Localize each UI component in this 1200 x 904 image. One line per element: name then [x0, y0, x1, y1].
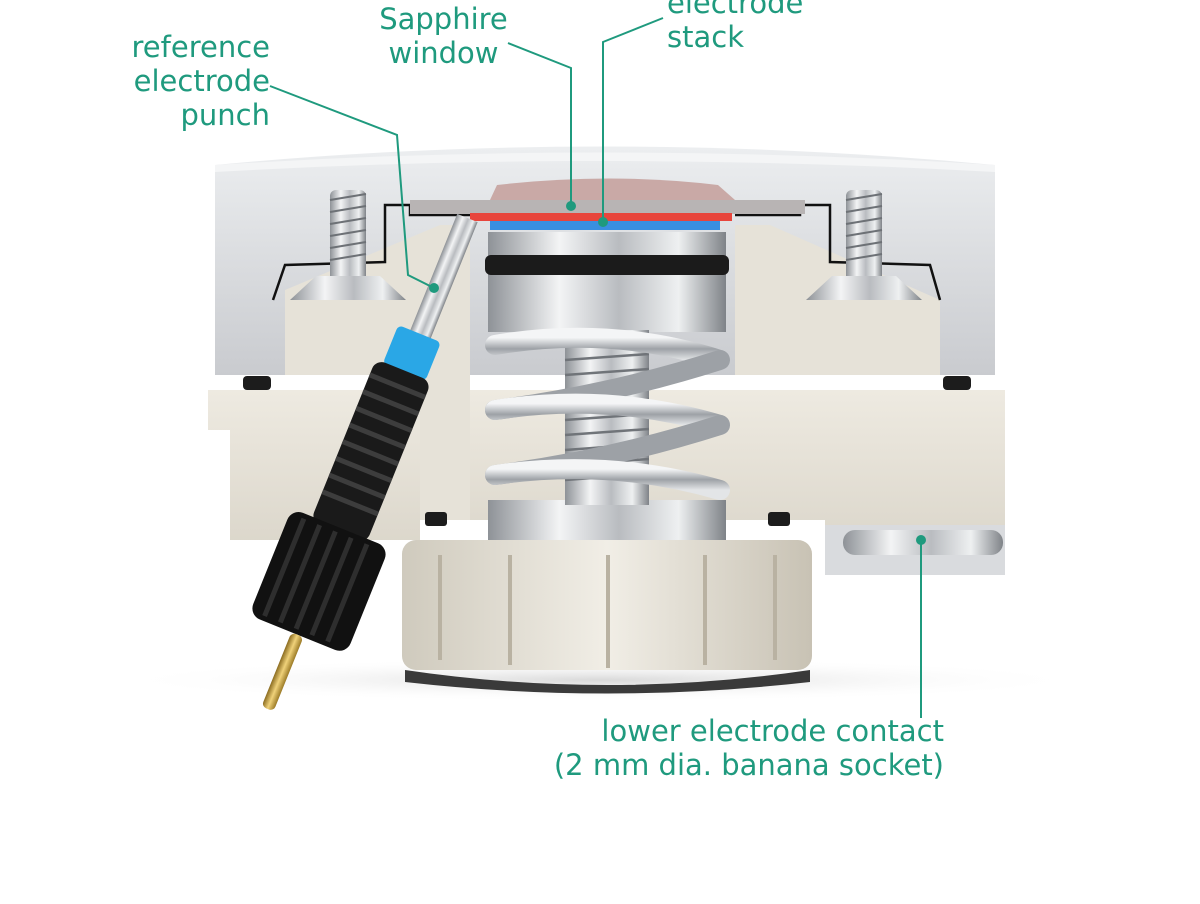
label-reference-electrode-punch: reference electrode punch	[132, 30, 270, 132]
label-line: Sapphire	[379, 2, 508, 36]
label-line: electrode	[133, 64, 270, 98]
stack-red	[470, 213, 732, 221]
gold-pin	[262, 633, 302, 710]
reference-electrode	[252, 213, 478, 710]
piston-black-band	[485, 255, 729, 275]
label-line: (2 mm dia. banana socket)	[553, 748, 944, 782]
label-electrode-stack: electrode stack	[667, 0, 803, 54]
label-line: window	[388, 36, 499, 70]
spring	[485, 327, 730, 500]
leader-sapphire	[507, 42, 572, 205]
oring-bottom-left	[425, 512, 447, 526]
label-line: punch	[180, 98, 271, 132]
label-sapphire-window: Sapphire window	[376, 2, 511, 70]
punch-rod	[408, 213, 478, 343]
oring-bottom-right	[768, 512, 790, 526]
label-line: electrode	[667, 0, 804, 20]
housing-step-left	[271, 203, 470, 301]
label-lower-electrode-contact: lower electrode contact (2 mm dia. banan…	[554, 714, 944, 782]
label-line: lower electrode contact	[601, 714, 944, 748]
knob	[252, 512, 386, 651]
leader-lines	[269, 17, 922, 718]
bottom-nut	[402, 540, 812, 694]
piston	[488, 232, 726, 332]
leader-dots	[429, 201, 926, 545]
blue-collar	[384, 326, 440, 380]
screw-left	[290, 190, 406, 300]
floor-shadow	[110, 658, 1090, 702]
screw-right	[806, 190, 922, 300]
oring-right	[943, 376, 971, 390]
label-line: stack	[667, 20, 744, 54]
sapphire-window	[490, 178, 735, 200]
leader-reference	[269, 85, 435, 289]
window-plate	[410, 200, 805, 214]
housing-step-right	[735, 203, 942, 301]
piston-base	[488, 500, 726, 545]
oring-left	[243, 376, 271, 390]
top-housing-face	[215, 152, 995, 172]
label-line: reference	[131, 30, 270, 64]
leader-stack	[602, 17, 664, 222]
